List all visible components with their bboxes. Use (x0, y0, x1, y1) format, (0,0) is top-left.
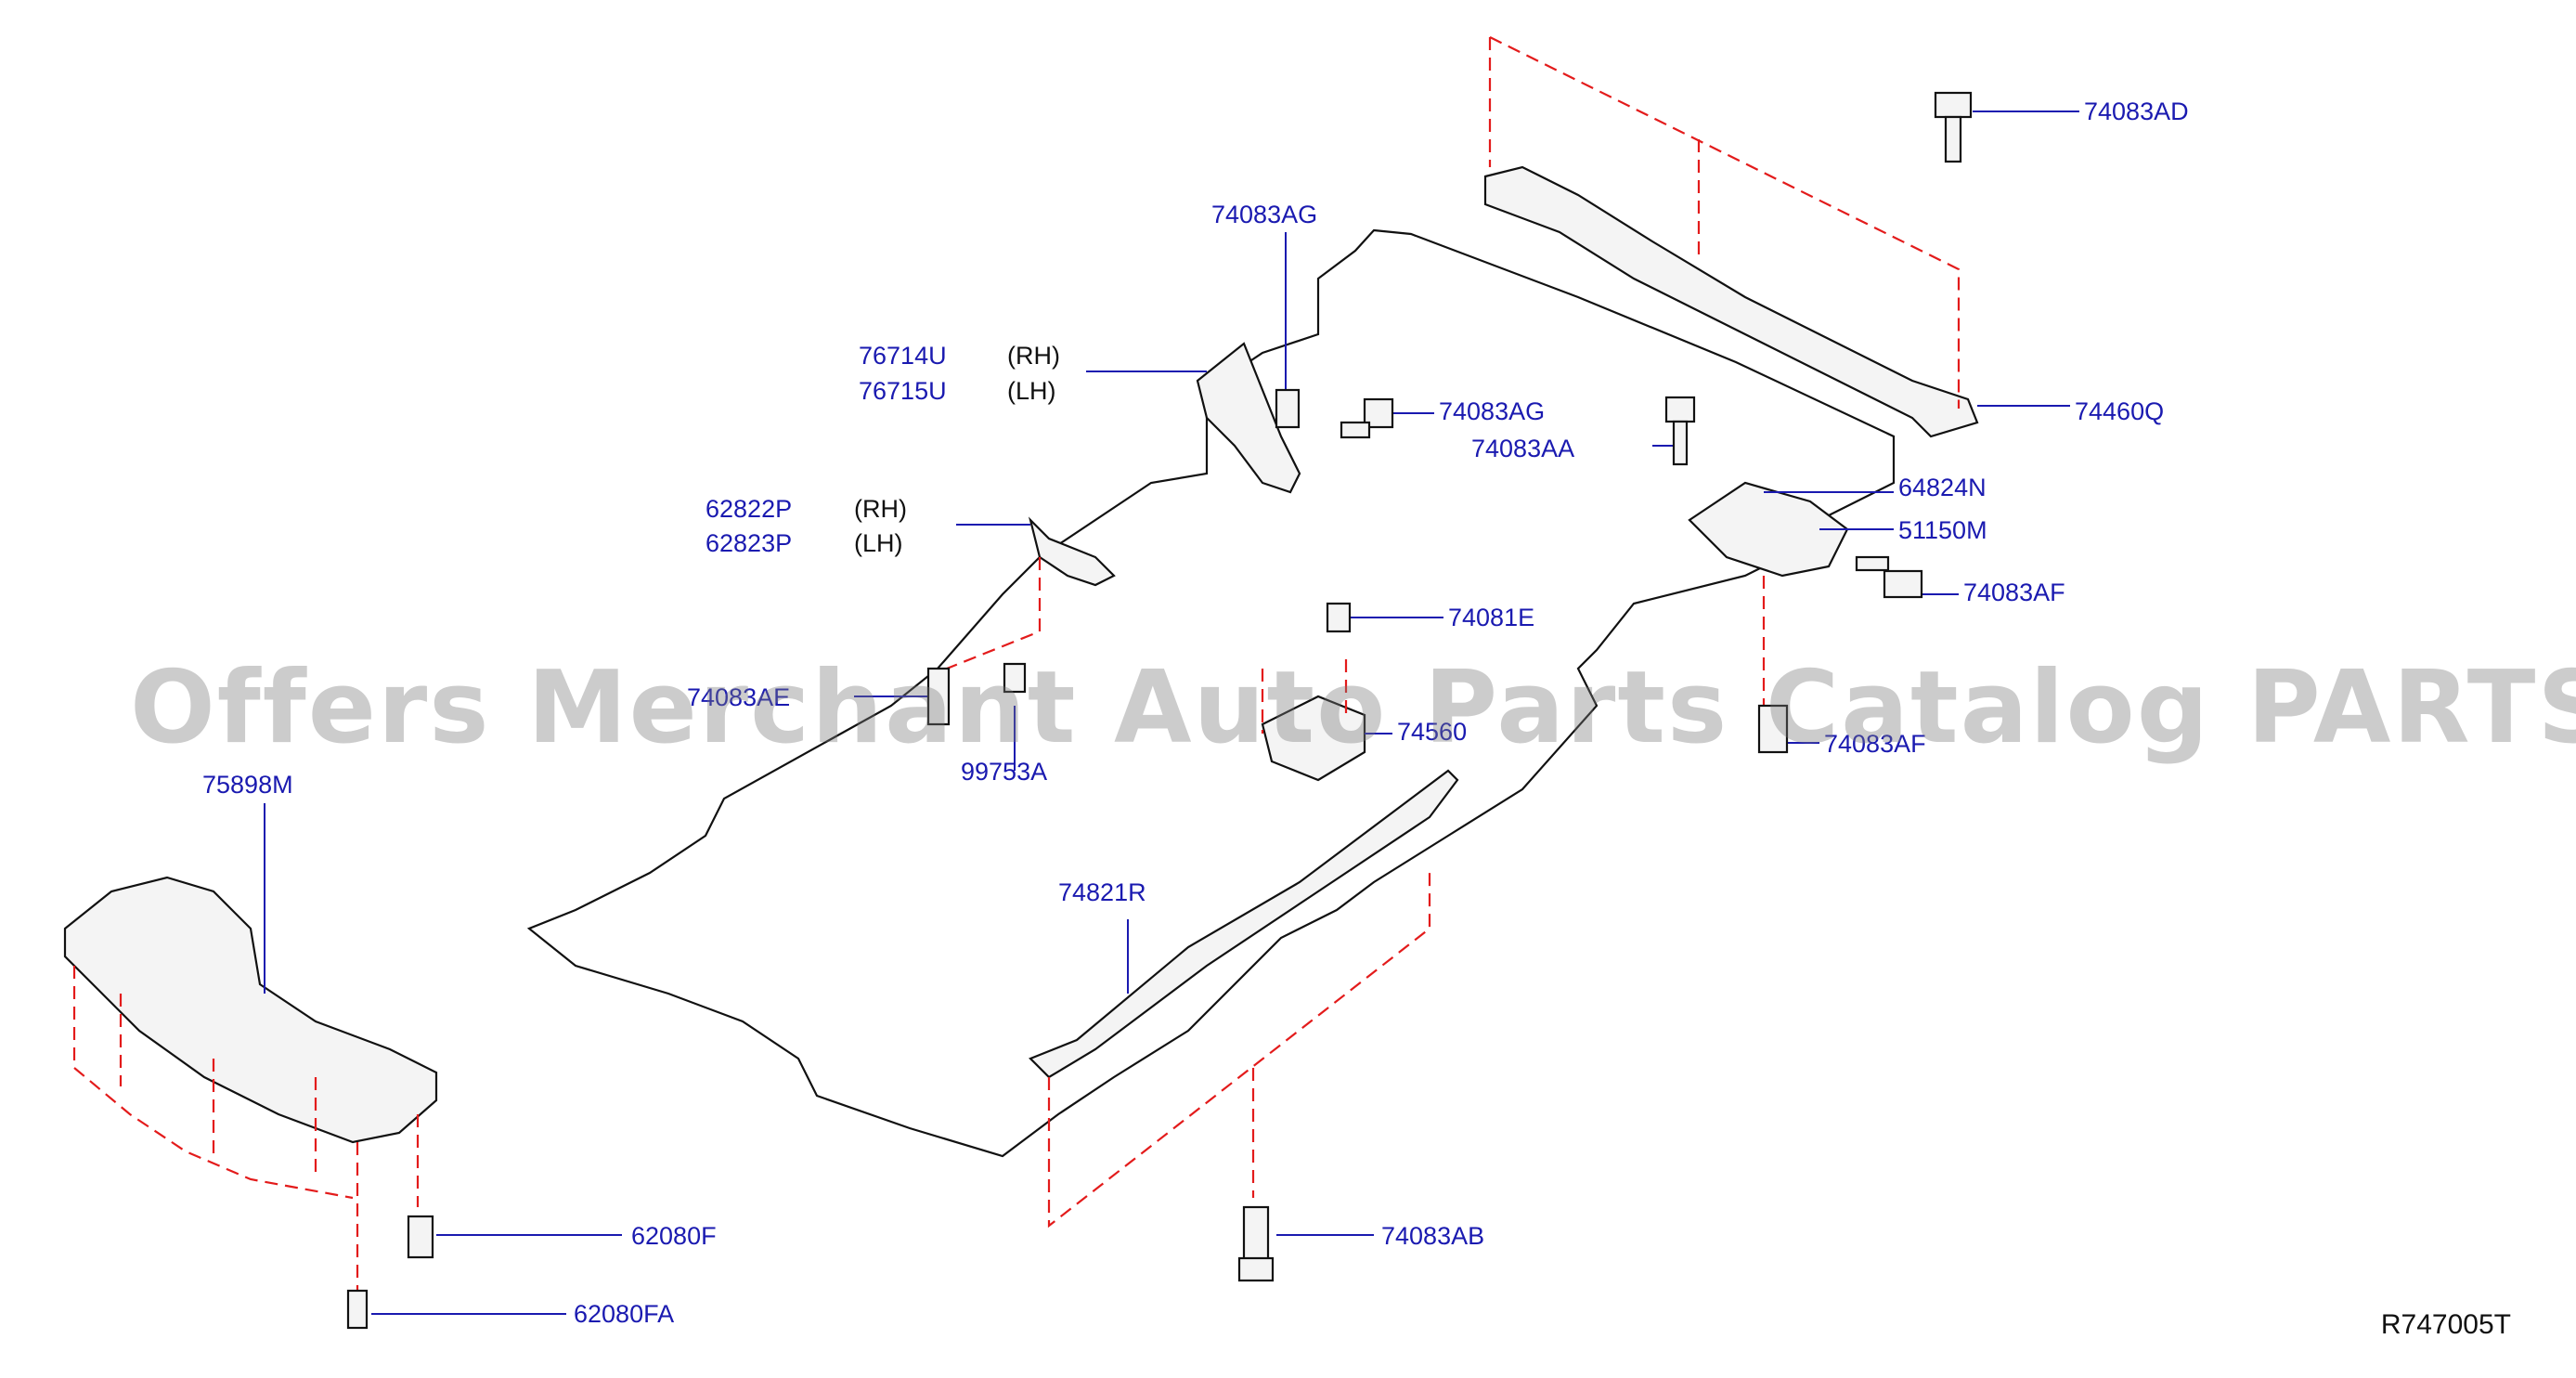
label-74560: 74560 (1397, 718, 1468, 746)
cross-bar-dash-top (1489, 36, 1961, 409)
bolt-icon (1855, 555, 1923, 599)
bracket-76714U-shape (1196, 342, 1301, 494)
label-74083AA: 74083AA (1471, 435, 1575, 462)
label-74083AE: 74083AE (687, 683, 791, 711)
bolt-icon (1934, 91, 1973, 163)
label-74083AG-mid: 74083AG (1439, 397, 1546, 425)
side-rail-shape (1029, 769, 1459, 1079)
label-74083AB: 74083AB (1381, 1222, 1485, 1250)
floor-panel-outline (526, 228, 1896, 1158)
bolt-icon (926, 667, 951, 726)
label-74081E: 74081E (1448, 604, 1535, 631)
label-74083AF-top: 74083AF (1963, 578, 2065, 606)
bolt-icon (1275, 388, 1301, 429)
undercover-dash-1 (72, 966, 354, 1200)
diagram-code: R747005T (2380, 1309, 2511, 1340)
label-74821R: 74821R (1058, 878, 1146, 906)
label-62080FA: 62080FA (574, 1300, 675, 1328)
clip-icon (1003, 662, 1027, 694)
label-75898M: 75898M (202, 771, 293, 799)
side-rail-dash (1047, 873, 1431, 1228)
label-62823P-side: (LH) (854, 529, 903, 557)
grommet-shape (1261, 695, 1366, 782)
label-62823P: 62823P (705, 529, 793, 557)
label-62822P: 62822P (705, 495, 793, 523)
clip-icon (407, 1215, 434, 1259)
grommet-dash (1261, 659, 1348, 734)
label-62080F: 62080F (631, 1222, 717, 1250)
label-76715U: 76715U (859, 377, 947, 405)
label-76714U-side: (RH) (1007, 342, 1060, 370)
watermark: Offers Merchant Auto Parts Catalog PARTS… (130, 650, 2576, 766)
cross-bar-shape (1483, 165, 1979, 438)
label-74083AF-low: 74083AF (1824, 730, 1926, 758)
label-74460Q: 74460Q (2075, 397, 2165, 425)
label-51150M: 51150M (1898, 516, 1987, 544)
clip-icon (346, 1289, 369, 1330)
bolt-icon (1237, 1205, 1275, 1282)
label-74083AG-top: 74083AG (1211, 201, 1318, 228)
label-99753A: 99753A (961, 758, 1048, 786)
label-62822P-side: (RH) (854, 495, 907, 523)
bolt-icon (1340, 397, 1394, 439)
label-76715U-side: (LH) (1007, 377, 1056, 405)
label-64824N: 64824N (1898, 474, 1987, 501)
label-76714U: 76714U (859, 342, 947, 370)
bracket-51150M-shape (1688, 481, 1849, 578)
front-undercover-shape (63, 876, 438, 1144)
clip-icon (1326, 602, 1352, 633)
label-74083AD: 74083AD (2084, 98, 2189, 125)
bracket-62822P-shape (1028, 516, 1116, 587)
bolt-icon (1757, 704, 1789, 754)
bolt-icon (1664, 396, 1696, 466)
